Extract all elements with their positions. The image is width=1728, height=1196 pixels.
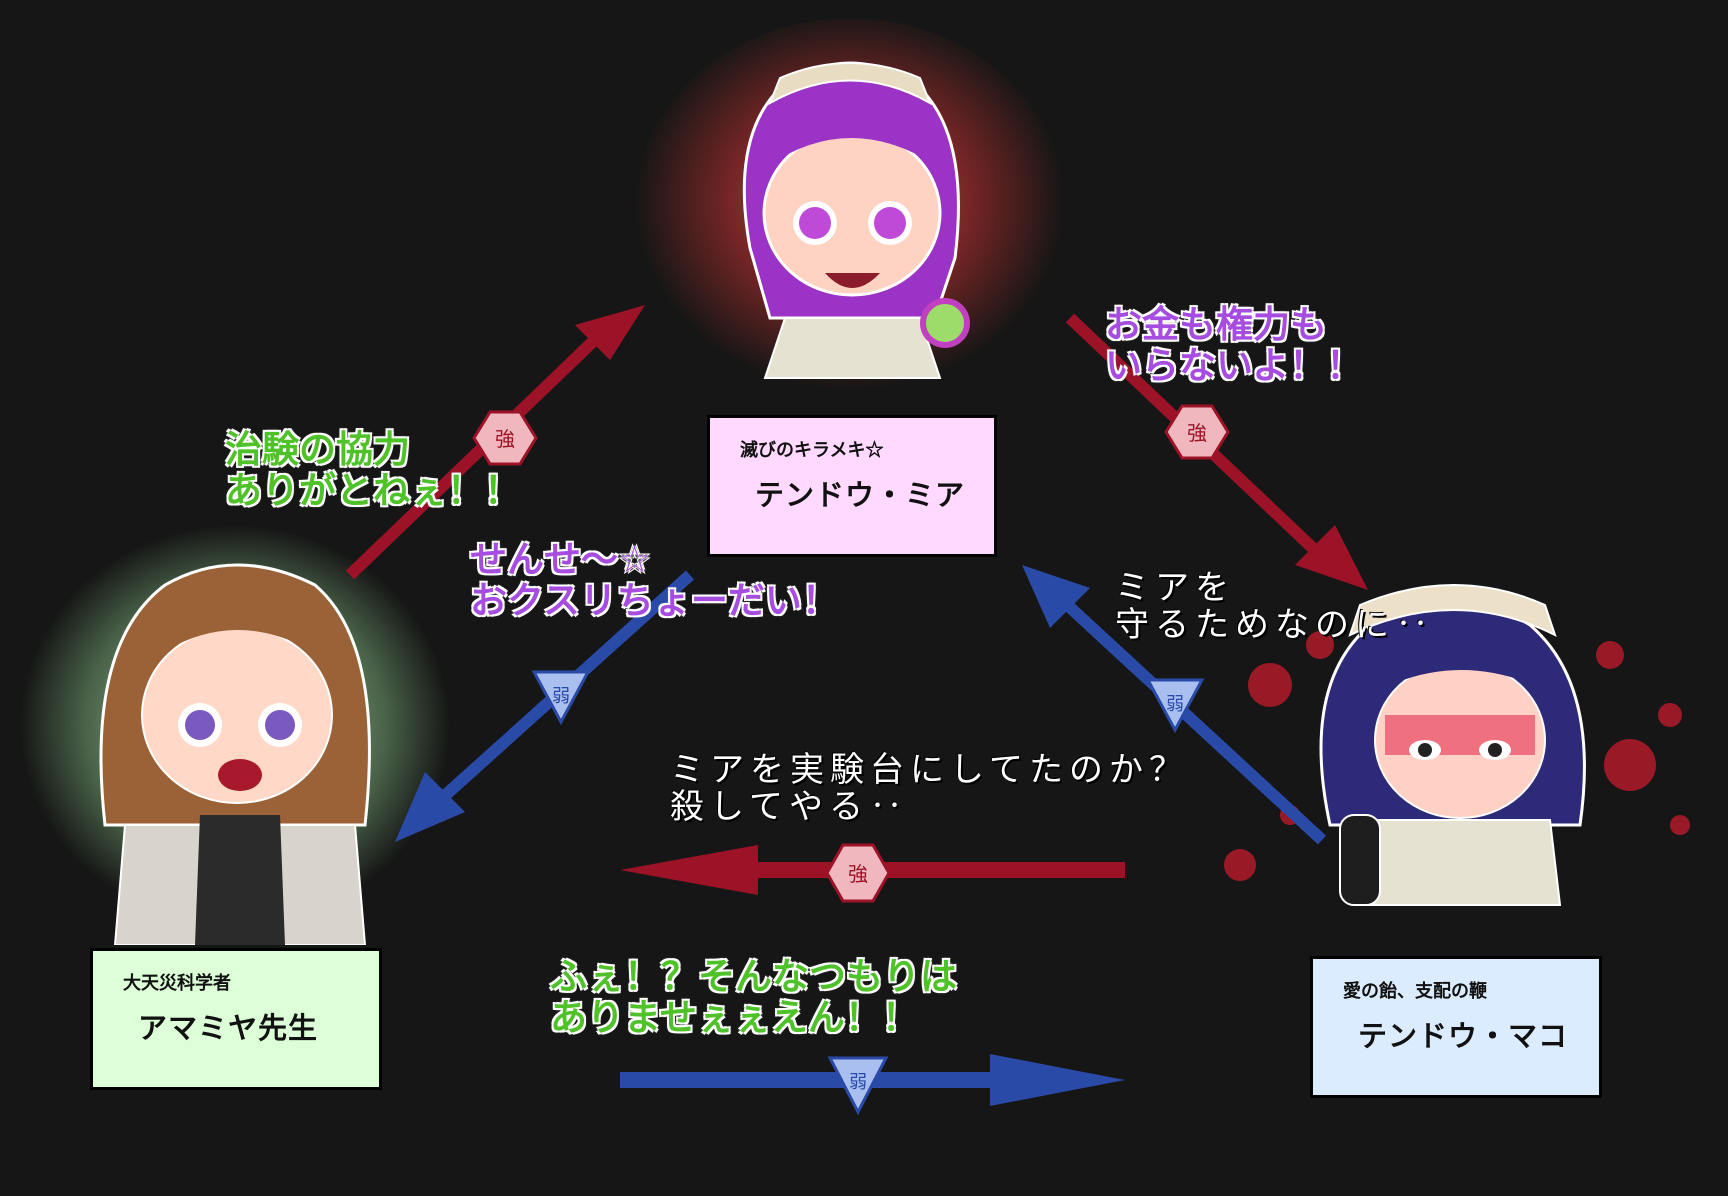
- svg-text:強: 強: [848, 862, 868, 886]
- quote-line: 治験の協力: [225, 428, 410, 471]
- card-mia-subtitle: 滅びのキラメキ☆: [740, 440, 884, 461]
- quote-line: ミアを: [1115, 568, 1235, 608]
- quote-line: お金も権力も: [1105, 303, 1327, 346]
- svg-text:強: 強: [495, 427, 515, 451]
- quote-line: おクスリちょーだい！: [470, 578, 839, 622]
- arrow-mako-to-mia: [1022, 565, 1327, 845]
- svg-text:強: 強: [1187, 421, 1207, 445]
- quote-line: ありませぇぇえん！！: [550, 995, 919, 1039]
- portrait-mako: [1224, 584, 1690, 906]
- badge-amamiya-to-mia: 強: [472, 410, 538, 466]
- card-amamiya: 大天災科学者 アマミヤ先生: [90, 948, 382, 1090]
- svg-text:弱: 弱: [1166, 694, 1184, 715]
- quote-mako-to-amamiya: ミアを実験台にしてたのか？ 殺してやる‥: [670, 750, 1189, 828]
- card-mako-subtitle: 愛の飴、支配の鞭: [1343, 981, 1487, 1002]
- card-mia: 滅びのキラメキ☆ テンドウ・ミア: [707, 415, 997, 557]
- quote-line: ありがとねぇ！！: [225, 468, 521, 512]
- quote-line: ふぇ！？そんなつもりは: [550, 955, 957, 998]
- quote-amamiya-to-mia: 治験の協力 ありがとねぇ！！: [225, 428, 521, 512]
- quote-amamiya-to-mako: ふぇ！？そんなつもりは ありませぇぇえん！！: [550, 955, 957, 1039]
- quote-line: いらないよ！！: [1105, 343, 1364, 387]
- quote-line: ミアを実験台にしてたのか？: [670, 750, 1189, 790]
- quote-mia-to-mako: お金も権力も いらないよ！！: [1105, 303, 1364, 387]
- card-amamiya-subtitle: 大天災科学者: [123, 973, 231, 994]
- quote-line: 守るためなのに‥: [1115, 605, 1435, 646]
- svg-text:弱: 弱: [849, 1072, 867, 1093]
- card-mako-name: テンドウ・マコ: [1358, 1019, 1569, 1053]
- badge-mia-to-amamiya: 弱: [531, 670, 591, 726]
- quote-line: せんせ〜☆: [470, 538, 652, 581]
- svg-text:弱: 弱: [552, 686, 570, 707]
- card-mia-name: テンドウ・ミア: [755, 478, 966, 512]
- portrait-mia: [635, 18, 1060, 398]
- card-amamiya-name: アマミヤ先生: [138, 1011, 319, 1045]
- badge-amamiya-to-mako: 弱: [827, 1056, 889, 1116]
- card-mako: 愛の飴、支配の鞭 テンドウ・マコ: [1310, 956, 1602, 1098]
- quote-mako-to-mia: ミアを 守るためなのに‥: [1115, 568, 1435, 646]
- badge-mia-to-mako: 強: [1164, 404, 1230, 460]
- arrow-amamiya-to-mia: [345, 305, 645, 580]
- badge-mako-to-amamiya: 強: [825, 843, 891, 903]
- badge-mako-to-mia: 弱: [1145, 678, 1205, 734]
- arrow-amamiya-to-mako: [620, 1054, 1125, 1106]
- arrow-mako-to-amamiya: [620, 845, 1125, 895]
- quote-line: 殺してやる‥: [670, 787, 909, 828]
- portrait-amamiya: [20, 525, 450, 945]
- quote-mia-to-amamiya: せんせ〜☆ おクスリちょーだい！: [470, 538, 839, 622]
